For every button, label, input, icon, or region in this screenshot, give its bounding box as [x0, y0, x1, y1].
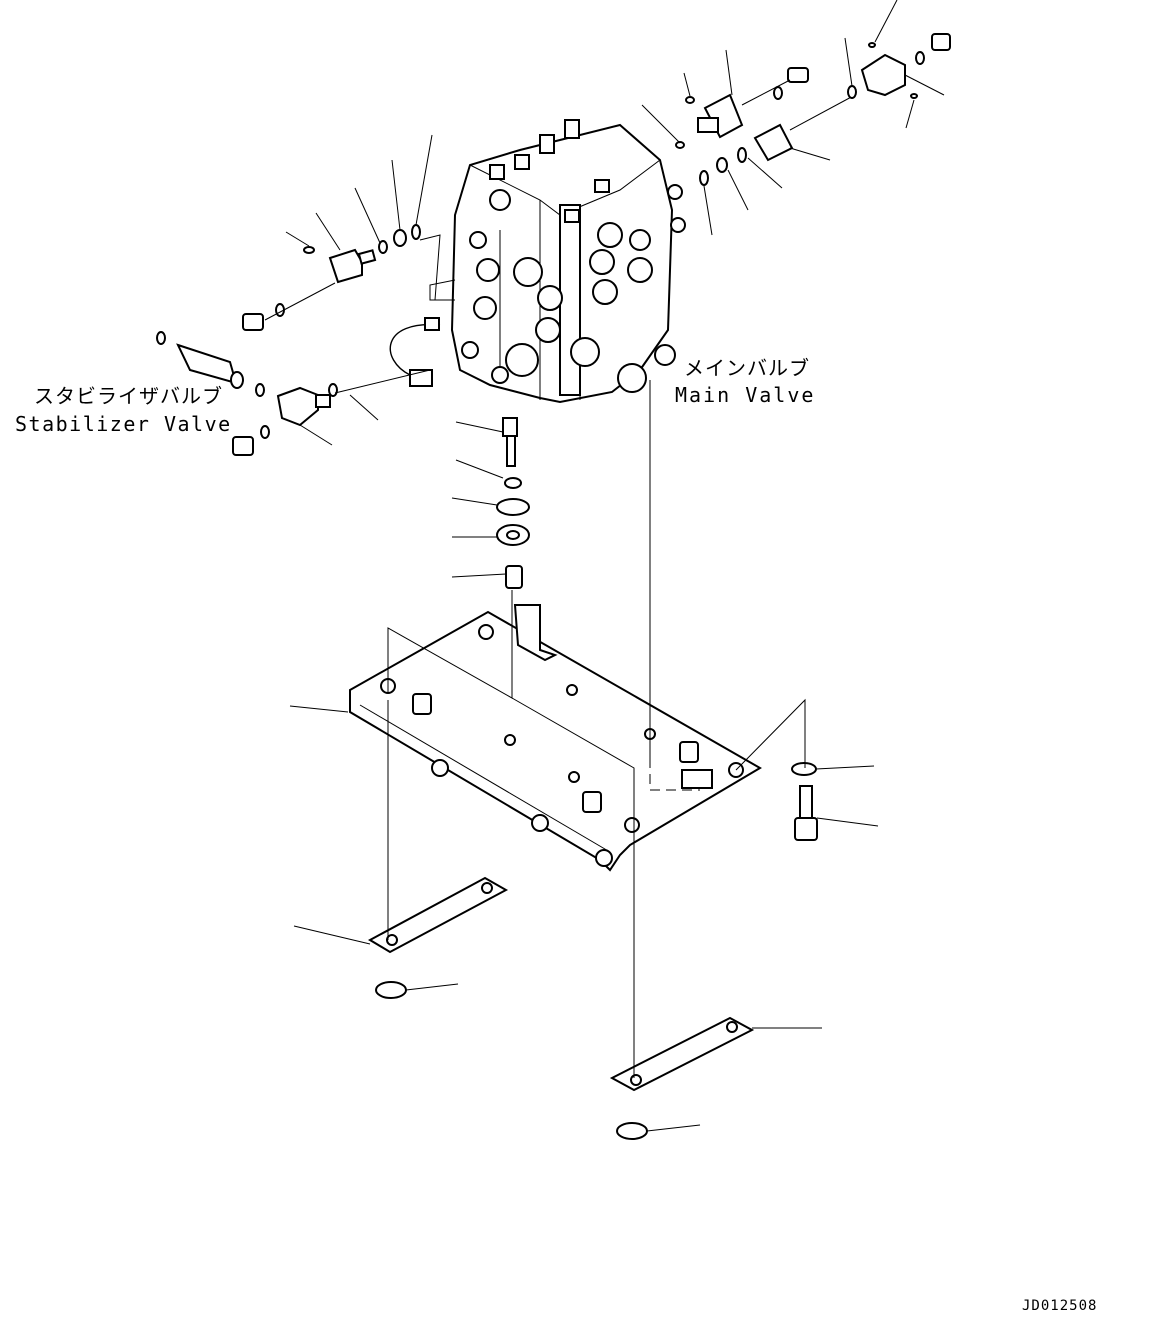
- leader-lines: [285, 0, 945, 1132]
- left-fittings: [156, 224, 455, 456]
- stabilizer-valve-label-en: Stabilizer Valve: [15, 412, 232, 436]
- drawing-number: JD012508: [1022, 1298, 1097, 1314]
- labels: スタビライザバルブ Stabilizer Valve メインバルブ Main V…: [15, 356, 1097, 1314]
- main-valve-label-en: Main Valve: [675, 383, 815, 407]
- bolt-stack: [496, 417, 530, 589]
- stabilizer-valve-label-jp: スタビライザバルブ: [34, 384, 223, 408]
- main-valve-label-jp: メインバルブ: [684, 356, 810, 380]
- main-valve-assembly: [429, 119, 686, 404]
- lower-parts: [367, 762, 818, 1140]
- assembly-lines: [387, 380, 806, 1078]
- wiring-harness: [389, 317, 441, 387]
- base-plate: [349, 604, 762, 872]
- right-fittings: [675, 33, 951, 186]
